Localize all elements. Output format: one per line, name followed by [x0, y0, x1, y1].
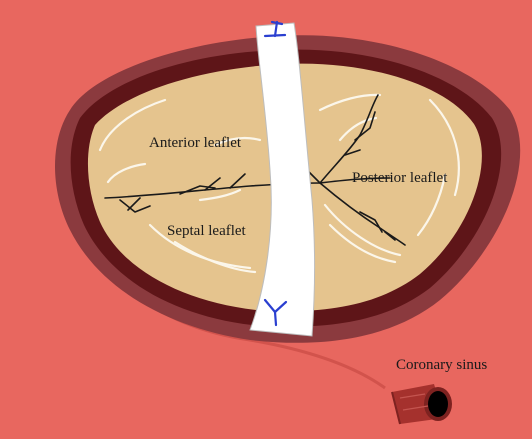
label-anterior-leaflet: Anterior leaflet: [149, 135, 242, 151]
label-coronary-sinus: Coronary sinus: [396, 357, 488, 373]
leaflet-highlights: [98, 93, 460, 274]
annuloplasty-band: [249, 22, 316, 337]
label-septal-leaflet: Septal leaflet: [167, 223, 246, 239]
suture-top-icon: [263, 20, 287, 38]
coronary-sinus-icon: [391, 384, 452, 425]
label-posterior-leaflet: Posterior leaflet: [352, 170, 448, 186]
suture-bottom-icon: [263, 298, 288, 327]
